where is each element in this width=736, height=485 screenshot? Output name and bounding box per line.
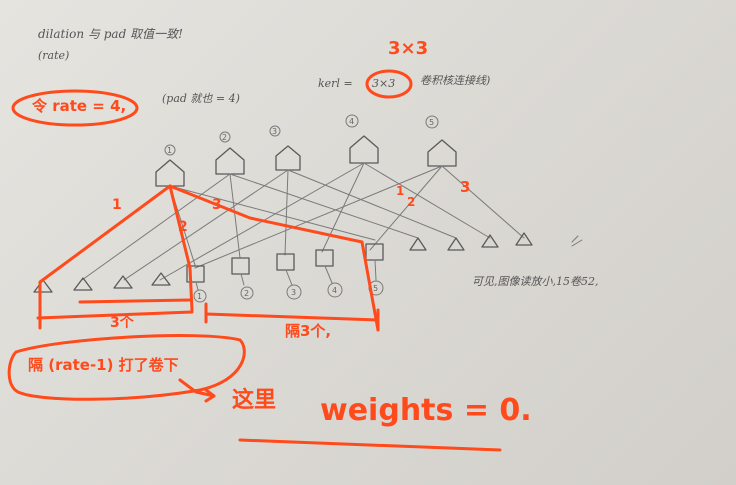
top-node-2 (215, 131, 245, 175)
top-node-3 (269, 125, 301, 171)
kernel-connections (41, 162, 525, 281)
note-kernel-desc: 卷积核连接线) (420, 74, 491, 87)
edge-label-3: 3 (212, 197, 222, 213)
note-rate-eq: 令 rate = 4, (32, 97, 127, 115)
weights-eq: weights = 0. (320, 393, 532, 428)
top-num-1: 1 (167, 146, 172, 155)
top-node-5 (425, 115, 457, 167)
gap-left-label: 3个 (110, 315, 134, 331)
note-dilation-pad: dilation 与 pad 取值一致! (38, 27, 183, 41)
red-annotations (7, 69, 502, 452)
bottom-num-1: 1 (197, 292, 202, 301)
bottom-num-5: 5 (373, 284, 378, 293)
note-kernel-annot: 3×3 (388, 38, 429, 59)
edge-label-1b: 1 (396, 184, 405, 198)
note-pad-value: (pad 就也 = 4) (162, 92, 240, 105)
top-num-3: 3 (272, 127, 277, 136)
weights-prefix: 这里 (232, 388, 277, 413)
output-arrows (193, 259, 384, 303)
edge-label-2b: 2 (407, 195, 416, 209)
top-node-4 (345, 114, 379, 164)
note-kernel-size: 3×3 (372, 77, 396, 90)
edge-label-1: 1 (112, 197, 122, 213)
top-num-4: 4 (349, 117, 354, 126)
top-num-2: 2 (222, 133, 227, 142)
skip-note: 隔 (rate-1) 打了卷下 (28, 356, 179, 374)
input-row (33, 232, 583, 293)
note-rate-paren: (rate) (38, 49, 70, 62)
note-right: 可见,图像读放小,15卷52, (472, 275, 599, 288)
bottom-num-3: 3 (291, 288, 296, 297)
top-num-5: 5 (429, 118, 434, 127)
note-kernel-label: kerl = (318, 77, 353, 90)
bottom-num-2: 2 (244, 289, 249, 298)
edge-label-3b: 3 (460, 178, 471, 196)
top-node-1 (155, 144, 185, 187)
bottom-num-4: 4 (332, 286, 337, 295)
gap-right-label: 隔3个, (285, 322, 332, 340)
edge-label-2: 2 (178, 219, 188, 235)
